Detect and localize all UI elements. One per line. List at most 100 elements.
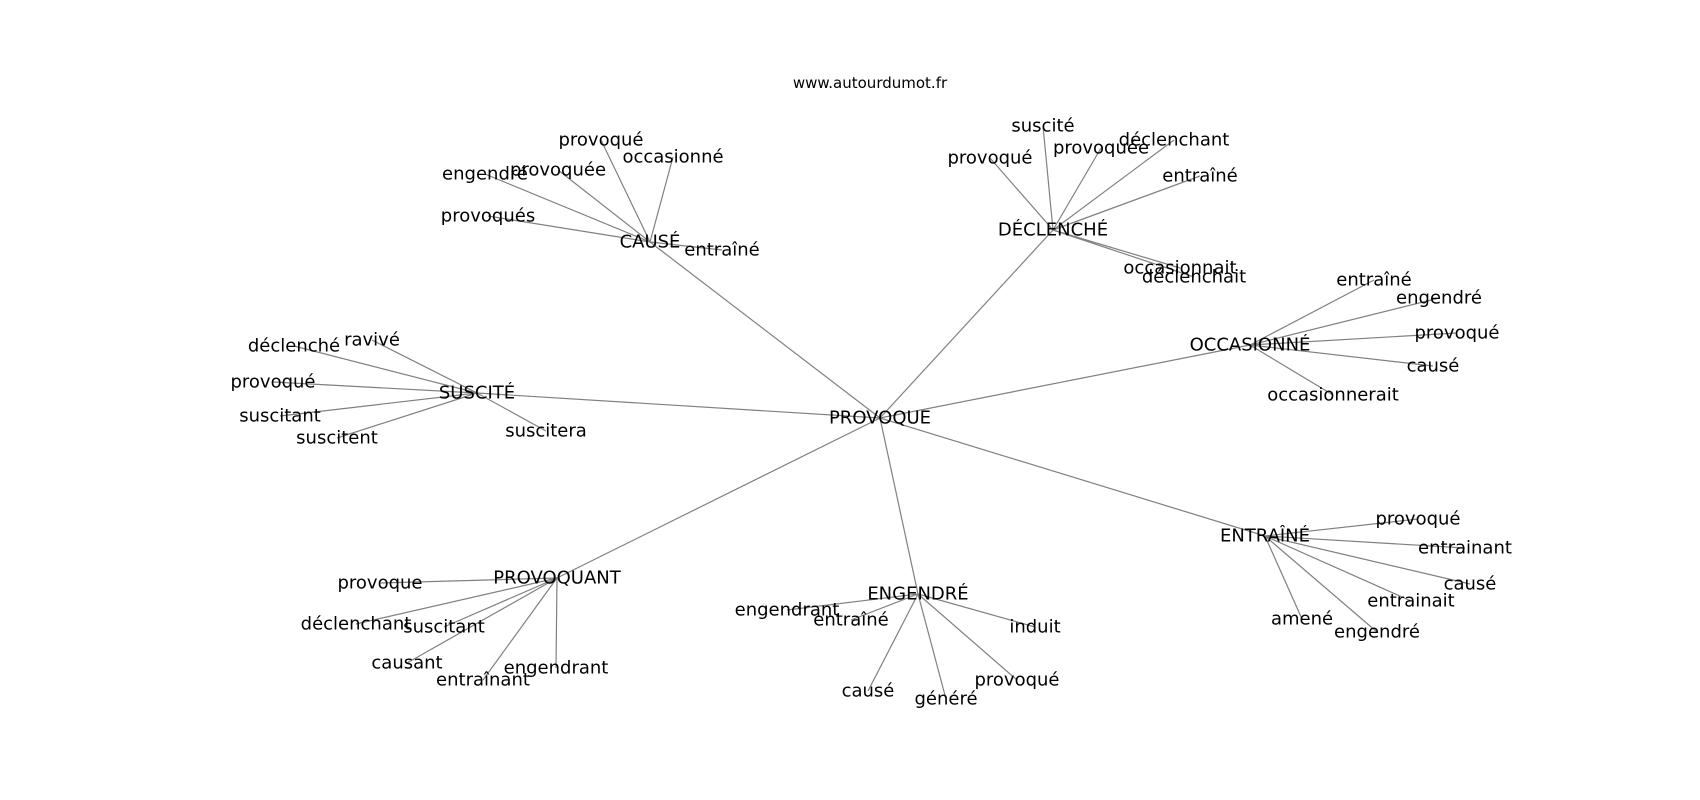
edge-engendre-engendrant — [786, 593, 919, 611]
leaf-provoquant-engendrant: engendrant — [504, 658, 609, 679]
hub-engendre: ENGENDRÉ — [867, 583, 968, 605]
leaf-entraine-entrainait: entrainait — [1367, 591, 1454, 612]
edge-suscite-suscitent — [336, 392, 478, 439]
leaf-occasionne-entraine: entraîné — [1336, 270, 1411, 291]
leaf-suscite-ravive: ravivé — [344, 330, 400, 351]
leaf-suscite-suscitant: suscitant — [239, 406, 321, 427]
edge-entraine-amene — [1264, 535, 1303, 620]
leaf-entraine-entrainant: entrainant — [1418, 538, 1512, 559]
hub-cause: CAUSÉ — [620, 231, 681, 253]
edge-root-suscite — [476, 392, 881, 419]
edge-provoquant-engendrant — [555, 577, 558, 669]
edge-engendre-entraine — [850, 593, 919, 621]
leaf-engendre-provoque: provoqué — [974, 670, 1059, 691]
leaf-entraine-amene: amené — [1271, 609, 1333, 630]
leaf-engendre-induit: induit — [1009, 617, 1060, 638]
edge-root-entraine — [879, 417, 1266, 537]
hub-suscite: SUSCITÉ — [439, 382, 515, 404]
edge-declenche-occasionnait — [1052, 229, 1181, 269]
edge-declenche-provoque — [989, 157, 1054, 231]
edge-entraine-engendre — [1264, 535, 1378, 633]
edge-provoquant-provoque — [379, 577, 558, 584]
edge-cause-engendre — [484, 173, 651, 243]
leaf-occasionne-cause: causé — [1407, 356, 1460, 377]
leaf-cause-provoquee: provoquée — [510, 160, 606, 181]
leaf-declenche-declenchant: déclenchant — [1119, 130, 1230, 151]
edge-occasionne-engendre — [1249, 297, 1440, 346]
edge-cause-occasionne — [649, 156, 674, 243]
edge-engendre-cause — [867, 593, 919, 692]
leaf-occasionne-provoque: provoqué — [1414, 323, 1499, 344]
leaf-suscite-provoque: provoqué — [230, 372, 315, 393]
leaf-suscite-suscitent: suscitent — [296, 428, 378, 449]
edge-suscite-declenche — [293, 345, 478, 394]
leaf-declenche-entraine: entraîné — [1162, 166, 1237, 187]
leaf-cause-provoque: provoqué — [558, 130, 643, 151]
edge-suscite-suscitera — [476, 392, 547, 432]
leaf-declenche-occasionnait: occasionnait — [1123, 258, 1236, 279]
edge-declenche-entraine — [1052, 175, 1201, 231]
edge-provoquant-causant — [406, 577, 558, 664]
leaf-entraine-provoque: provoqué — [1375, 509, 1460, 530]
hub-entraine: ENTRAÎNÉ — [1220, 525, 1310, 547]
leaf-engendre-genere: généré — [914, 689, 977, 710]
leaf-provoquant-entrainant: entraînant — [436, 670, 530, 691]
edge-entraine-provoque — [1264, 518, 1419, 537]
edge-root-engendre — [879, 417, 919, 595]
edge-provoquant-suscitant — [443, 577, 558, 628]
leaf-cause-provoques: provoqués — [441, 206, 535, 227]
edge-occasionne-occasionnerait — [1249, 344, 1334, 396]
leaf-provoquant-provoque: provoque — [337, 573, 422, 594]
edge-root-occasionne — [879, 344, 1251, 419]
leaf-declenche-suscite: suscité — [1011, 116, 1074, 137]
leaf-entraine-cause: causé — [1444, 574, 1497, 595]
edge-cause-provoques — [487, 215, 651, 243]
edge-suscite-provoque — [272, 381, 478, 394]
edge-root-declenche — [879, 229, 1054, 419]
source-label: www.autourdumot.fr — [793, 74, 948, 92]
graph-nodes: provoquéoccasionnéengendréprovoquéeprovo… — [230, 116, 1511, 710]
edge-root-cause — [649, 241, 881, 419]
leaf-cause-entraine: entraîné — [684, 240, 759, 261]
hub-provoquant: PROVOQUANT — [493, 568, 621, 589]
edge-declenche-declenchait — [1052, 229, 1195, 278]
root-node-label: PROVOQUE — [829, 408, 931, 429]
leaf-declenche-provoque: provoqué — [947, 148, 1032, 169]
leaf-engendre-cause: causé — [842, 681, 895, 702]
edge-provoquant-entrainant — [482, 577, 558, 681]
edge-declenche-provoquee — [1052, 147, 1102, 231]
leaf-engendre-entraine: entraîné — [813, 610, 888, 631]
leaf-provoquant-suscitant: suscitant — [403, 617, 485, 638]
leaf-provoquant-causant: causant — [371, 653, 442, 674]
edge-entraine-entrainant — [1264, 535, 1466, 549]
edge-occasionne-provoque — [1249, 332, 1458, 346]
leaf-occasionne-occasionnerait: occasionnerait — [1267, 385, 1399, 406]
leaf-declenche-provoquee: provoquée — [1053, 138, 1149, 159]
leaf-engendre-engendrant: engendrant — [735, 600, 840, 621]
edge-cause-provoquee — [557, 169, 651, 243]
leaf-suscite-suscitera: suscitera — [505, 421, 587, 442]
hub-occasionne: OCCASIONNÉ — [1190, 334, 1311, 356]
leaf-entraine-engendre: engendré — [1334, 622, 1420, 643]
leaf-declenche-declenchait: déclenchait — [1142, 267, 1246, 288]
hub-declenche: DÉCLENCHÉ — [998, 219, 1108, 241]
leaf-provoquant-declenchant: déclenchant — [301, 614, 412, 635]
edge-entraine-cause — [1264, 535, 1471, 585]
edge-suscite-suscitant — [279, 392, 478, 417]
leaf-occasionne-engendre: engendré — [1396, 288, 1482, 309]
leaf-cause-engendre: engendré — [442, 164, 528, 185]
edge-provoquant-declenchant — [355, 577, 558, 625]
edge-cause-provoque — [600, 139, 651, 243]
edge-occasionne-entraine — [1249, 279, 1375, 346]
edge-declenche-declenchant — [1052, 139, 1175, 231]
edge-declenche-suscite — [1042, 125, 1054, 231]
edge-occasionne-cause — [1249, 344, 1434, 367]
graph-edges — [272, 125, 1471, 700]
edge-engendre-genere — [917, 593, 947, 700]
leaf-suscite-declenche: déclenché — [248, 336, 340, 357]
leaf-cause-occasionne: occasionné — [622, 147, 723, 168]
edge-engendre-provoque — [917, 593, 1018, 681]
edge-entraine-entrainait — [1264, 535, 1412, 602]
edge-engendre-induit — [917, 593, 1036, 628]
